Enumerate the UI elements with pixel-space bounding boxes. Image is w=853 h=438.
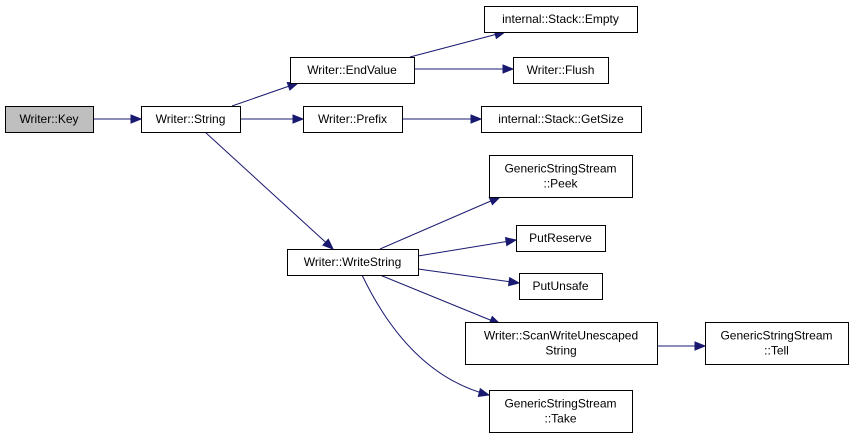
node-label-scan: String	[545, 344, 576, 358]
nodes: Writer::Key Writer::String Writer::EndValu…	[5, 6, 849, 433]
node-label-take: GenericStringStream	[504, 397, 616, 411]
node-flush[interactable]: Writer::Flush	[513, 57, 609, 84]
node-label-take: ::Take	[544, 412, 576, 426]
node-label-getsize: internal::Stack::GetSize	[498, 112, 624, 126]
edge-writestring-peek	[379, 196, 501, 250]
arrowhead-key-string	[130, 114, 143, 124]
node-label-putunsafe: PutUnsafe	[532, 279, 588, 293]
node-putreserve[interactable]: PutReserve	[516, 225, 606, 252]
node-string[interactable]: Writer::String	[141, 106, 241, 133]
node-empty[interactable]: internal::Stack::Empty	[484, 6, 638, 33]
arrowhead-scan-tell	[694, 341, 707, 351]
arrowhead-writestring-peek	[488, 196, 502, 206]
node-label-string: Writer::String	[156, 112, 226, 126]
node-label-empty: internal::Stack::Empty	[502, 12, 619, 26]
node-box-empty	[484, 6, 638, 33]
arrowhead-writestring-take	[477, 387, 491, 398]
node-box-tell	[705, 322, 849, 365]
node-label-peek: GenericStringStream	[504, 162, 616, 176]
node-box-getsize	[481, 106, 642, 133]
edge-endvalue-empty	[409, 31, 506, 58]
node-writestring[interactable]: Writer::WriteString	[287, 249, 419, 276]
node-box-endvalue	[290, 57, 415, 84]
arrowhead-prefix-getsize	[470, 114, 483, 124]
node-box-prefix	[303, 106, 403, 133]
node-box-putunsafe	[519, 273, 603, 300]
node-box-writestring	[287, 249, 419, 276]
node-key: Writer::Key	[5, 106, 94, 133]
node-take[interactable]: GenericStringStream::Take	[489, 390, 633, 433]
edge-writestring-scan	[379, 274, 501, 325]
arrowhead-writestring-putunsafe	[507, 276, 521, 287]
node-getsize[interactable]: internal::Stack::GetSize	[481, 106, 642, 133]
node-label-putreserve: PutReserve	[529, 231, 592, 245]
node-box-scan	[465, 322, 658, 365]
edge-string-endvalue	[231, 82, 299, 107]
node-box-take	[489, 390, 633, 433]
edge-writestring-putreserve	[417, 239, 517, 257]
node-label-writestring: Writer::WriteString	[304, 255, 402, 269]
arrowhead-string-writestring	[322, 238, 334, 250]
node-putunsafe[interactable]: PutUnsafe	[519, 273, 603, 300]
arrowhead-endvalue-flush	[502, 64, 515, 74]
node-label-key: Writer::Key	[19, 112, 78, 126]
node-tell[interactable]: GenericStringStream::Tell	[705, 322, 849, 365]
edge-writestring-take	[361, 274, 490, 396]
node-endvalue[interactable]: Writer::EndValue	[290, 57, 415, 84]
node-box-putreserve	[516, 225, 606, 252]
node-box-key	[5, 106, 94, 133]
node-label-scan: Writer::ScanWriteUnescaped	[484, 329, 638, 343]
node-label-prefix: Writer::Prefix	[318, 112, 387, 126]
node-box-peek	[489, 155, 633, 198]
node-label-endvalue: Writer::EndValue	[307, 63, 397, 77]
node-box-string	[141, 106, 241, 133]
node-label-peek: ::Peek	[543, 177, 578, 191]
edge-writestring-putunsafe	[417, 268, 520, 284]
node-prefix[interactable]: Writer::Prefix	[303, 106, 403, 133]
node-label-tell: ::Tell	[764, 344, 789, 358]
node-peek[interactable]: GenericStringStream::Peek	[489, 155, 633, 198]
arrowhead-writestring-putreserve	[504, 237, 518, 247]
node-label-tell: GenericStringStream	[720, 329, 832, 343]
node-box-flush	[513, 57, 609, 84]
node-label-flush: Writer::Flush	[527, 63, 595, 77]
edge-string-writestring	[204, 131, 334, 250]
arrowhead-string-prefix	[292, 114, 305, 124]
